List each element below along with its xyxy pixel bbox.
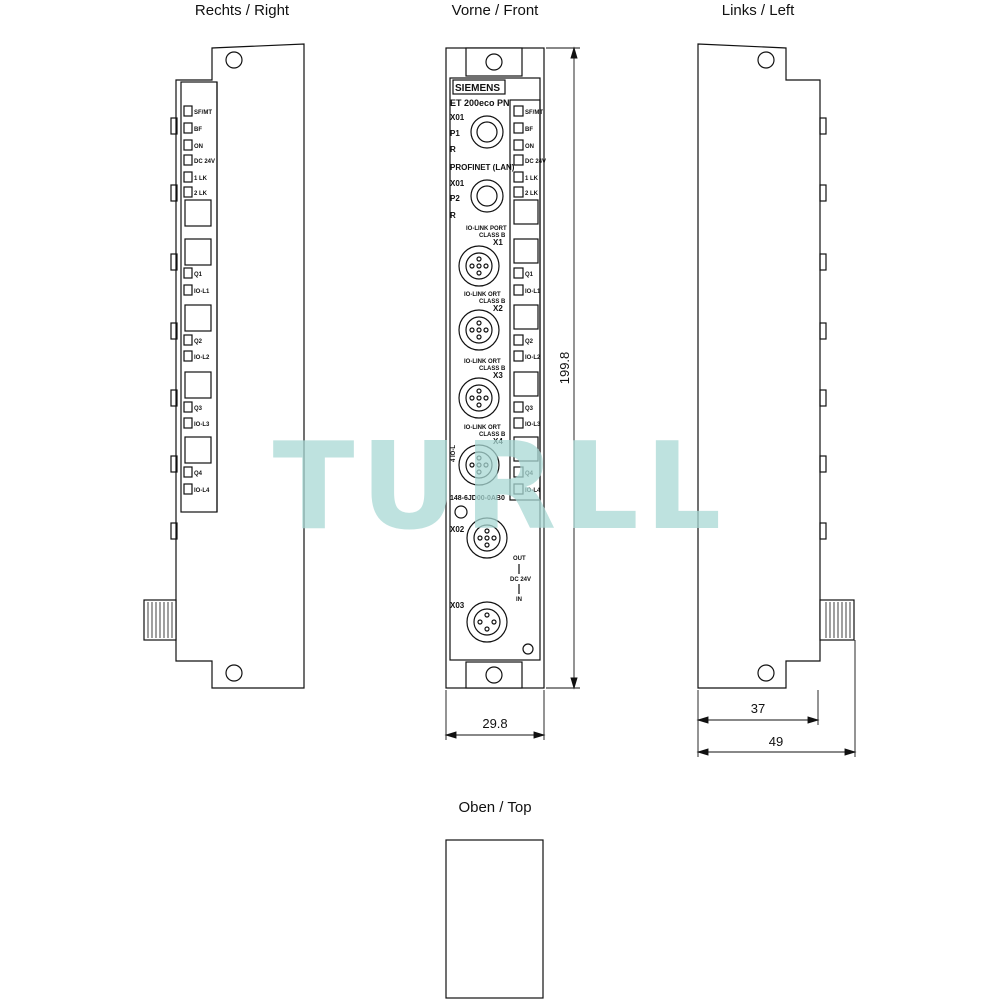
connector-x01-p2 [470,179,504,213]
right-channel-led-label: Q1 [194,272,203,278]
right-status-led-label: 1 LK [194,176,208,182]
right-channel-led-label: IO-L1 [194,289,210,295]
front-status-led-label: DC 24V [525,159,546,165]
model-label: ET 200eco PN [450,98,510,108]
dimension-lines [444,46,857,757]
class-b-label-3: CLASS B [479,366,506,372]
front-status-led-label: BF [525,127,533,133]
x2-label: X2 [493,304,503,313]
in-label: IN [516,597,522,603]
front-labels: SIEMENS ET 200eco PN X01 P1 R PROFINET (… [450,83,531,610]
front-channel-led-label: IO-L2 [525,355,541,361]
four-iol-label: 4 IO-L [451,445,457,462]
watermark-logo: TURLL [273,418,728,557]
front-led-column [513,105,539,495]
r1-label: R [450,145,456,154]
front-channel-led-label: Q3 [525,406,534,412]
depth-body-dimension: 37 [751,701,765,716]
connector-x02 [466,517,508,559]
x02-label: X02 [450,525,465,534]
right-channel-led-label: IO-L4 [194,488,210,494]
front-status-led-label: 2 LK [525,191,539,197]
right-status-led-label: BF [194,127,202,133]
front-channel-led-label: Q1 [525,272,534,278]
out-label: OUT [513,556,526,562]
right-view-title: Rechts / Right [194,2,290,19]
left-view-title: Links / Left [721,2,795,19]
brand-label: SIEMENS [455,83,500,94]
top-view [445,839,544,999]
dc24v-label: DC 24V [510,577,531,583]
front-status-led-label: SF/MT [525,110,543,116]
x01-bottom-label: X01 [450,179,465,188]
iolink-label-3: IO-LINK ORT [464,359,501,365]
right-status-led-label: DC 24V [194,159,215,165]
x01-top-label: X01 [450,113,465,122]
front-status-led-label: 1 LK [525,176,539,182]
x4-label: X4 [493,437,503,446]
front-status-led-label: ON [525,144,534,150]
connector-x4 [458,444,500,486]
iolink-label-2: IO-LINK ORT [464,292,501,298]
front-channel-led-label: Q4 [525,471,534,477]
x3-label: X3 [493,371,503,380]
front-view [445,47,545,689]
right-status-led-label: ON [194,144,203,150]
order-number-label: 148-6JD00-0AB0 [450,495,505,502]
class-b-label-4: CLASS B [479,432,506,438]
right-channel-led-label: IO-L3 [194,422,210,428]
connector-x3 [458,377,500,419]
right-led-labels: SF/MT BF ON DC 24V 1 LK 2 LK Q1IO-L1Q2IO-L2Q3I… [194,110,215,494]
front-channel-led-label: IO-L4 [525,488,541,494]
ground-screw [454,505,468,519]
p1-label: P1 [450,129,460,138]
class-b-label-1: CLASS B [479,233,506,239]
x03-label: X03 [450,601,465,610]
left-m12-connector [819,599,855,641]
iolink-label-4: IO-LINK ORT [464,425,501,431]
p2-label: P2 [450,194,460,203]
right-channel-led-label: IO-L2 [194,355,210,361]
x1-label: X1 [493,238,503,247]
connector-x2 [458,309,500,351]
left-view [697,43,855,689]
right-channel-led-label: Q3 [194,406,203,412]
depth-total-dimension: 49 [769,734,783,749]
r2-label: R [450,211,456,220]
right-led-tabs [183,105,193,495]
front-view-title: Vorne / Front [451,2,539,19]
iolink-port-label: IO-LINK PORT [466,226,507,232]
class-b-label-2: CLASS B [479,299,506,305]
right-view [143,43,305,689]
height-dimension: 199.8 [557,352,572,385]
front-channel-led-label: IO-L3 [525,422,541,428]
front-channel-led-label: IO-L1 [525,289,541,295]
right-status-led-label: SF/MT [194,110,212,116]
profinet-label: PROFINET (LAN) [450,163,515,172]
connector-x03 [466,601,508,643]
front-channel-led-label: Q2 [525,339,534,345]
right-channel-led-label: Q2 [194,339,203,345]
connector-x01-p1 [470,115,504,149]
front-width-dimension: 29.8 [482,716,507,731]
top-view-title: Oben / Top [458,799,532,816]
right-m12-connector [143,599,177,641]
front-led-labels: SF/MT BF ON DC 24V 1 LK 2 LK Q1IO-L1Q2IO-L2Q3I… [525,110,546,494]
connector-x1 [458,245,500,287]
right-channel-led-label: Q4 [194,471,203,477]
right-status-led-label: 2 LK [194,191,208,197]
